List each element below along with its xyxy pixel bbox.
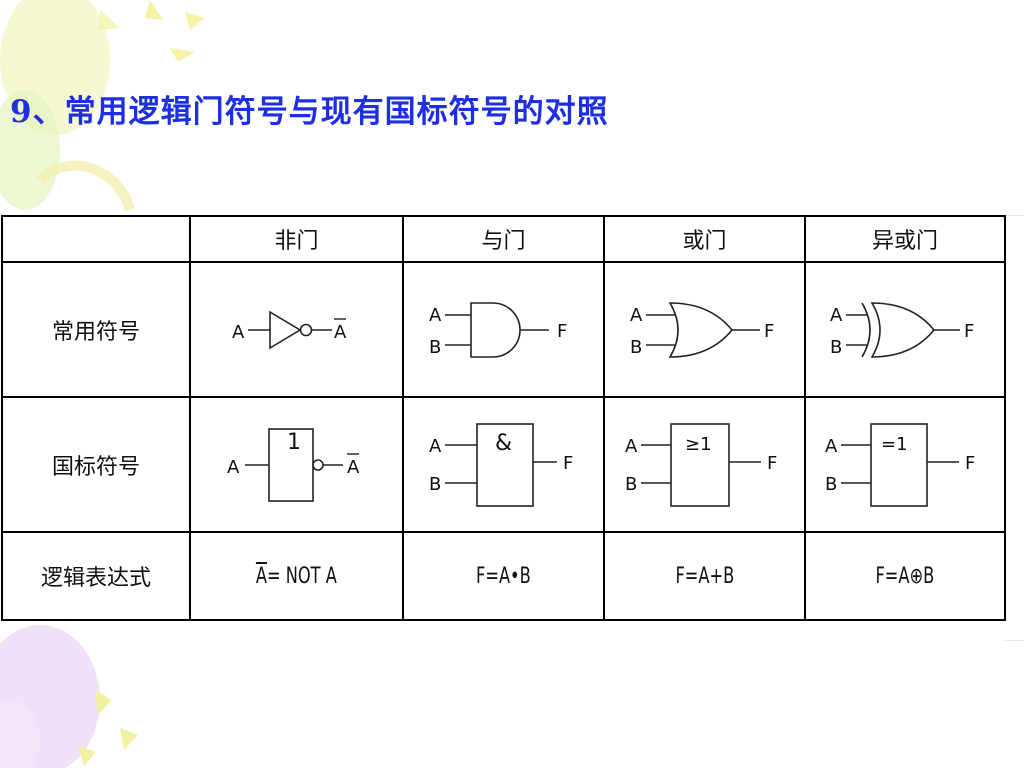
svg-text:B: B — [630, 337, 642, 358]
cell-and-expression: F=A•B — [402, 531, 605, 621]
header-xor-gate: 异或门 — [804, 215, 1006, 263]
svg-text:≥1: ≥1 — [685, 434, 712, 455]
svg-text:F: F — [767, 453, 777, 474]
svg-text:A: A — [825, 436, 838, 457]
not-expression: A= NOT A — [256, 563, 337, 589]
or-expression: F=A+B — [675, 563, 734, 589]
row-label-common: 常用符号 — [1, 261, 191, 398]
xor-gate-common-symbol: A B F — [830, 301, 974, 358]
svg-text:A: A — [227, 457, 240, 478]
header-and-gate: 与门 — [402, 215, 605, 263]
cell-not-common: A A — [189, 261, 404, 398]
cell-or-common: A B F — [603, 261, 806, 398]
svg-text:A: A — [625, 436, 638, 457]
svg-text:B: B — [625, 474, 637, 495]
svg-text:A: A — [334, 322, 347, 343]
svg-text:1: 1 — [287, 430, 301, 455]
svg-text:B: B — [825, 474, 837, 495]
or-gate-gb-symbol: A B ≥1 F — [625, 422, 777, 507]
svg-text:B: B — [429, 474, 441, 495]
divider-line — [1004, 640, 1024, 641]
row-label-gb: 国标符号 — [1, 396, 191, 533]
cell-not-gb: A 1 A — [189, 396, 404, 533]
svg-text:A: A — [429, 436, 442, 457]
cell-and-gb: A B & F — [402, 396, 605, 533]
cell-or-expression: F=A+B — [603, 531, 806, 621]
svg-text:A: A — [830, 305, 843, 326]
and-expression: F=A•B — [476, 563, 531, 589]
cell-xor-gb: A B =1 F — [804, 396, 1006, 533]
header-or-gate: 或门 — [603, 215, 806, 263]
svg-text:F: F — [764, 321, 774, 342]
table-row-expressions: 逻辑表达式 A= NOT A F=A•B F=A+B F=A⊕B — [1, 531, 1006, 621]
svg-text:A: A — [347, 457, 360, 478]
table-row-common-symbols: 常用符号 A A A B F — [1, 261, 1006, 398]
divider-line — [1004, 215, 1024, 216]
header-not-gate: 非门 — [189, 215, 404, 263]
table-row-gb-symbols: 国标符号 A 1 A A B & F — [1, 396, 1006, 533]
header-cell-empty — [1, 215, 191, 263]
svg-text:F: F — [965, 453, 975, 474]
svg-text:A: A — [429, 305, 442, 326]
row-label-expression: 逻辑表达式 — [1, 531, 191, 621]
gate-comparison-table: 非门 与门 或门 异或门 常用符号 A A A B — [1, 215, 1006, 621]
svg-text:A: A — [630, 305, 643, 326]
svg-text:F: F — [563, 453, 573, 474]
xor-gate-gb-symbol: A B =1 F — [825, 422, 975, 507]
svg-text:A: A — [232, 322, 245, 343]
not-gate-common-symbol: A A — [232, 310, 347, 349]
svg-text:B: B — [830, 337, 842, 358]
svg-text:F: F — [557, 321, 567, 342]
and-gate-common-symbol: A B F — [429, 301, 567, 358]
svg-text:=1: =1 — [881, 434, 908, 455]
not-gate-gb-symbol: A 1 A — [227, 427, 360, 502]
svg-text:&: & — [495, 431, 512, 456]
cell-xor-common: A B F — [804, 261, 1006, 398]
and-gate-gb-symbol: A B & F — [429, 422, 573, 507]
cell-and-common: A B F — [402, 261, 605, 398]
svg-text:B: B — [429, 337, 441, 358]
svg-text:F: F — [964, 321, 974, 342]
cell-not-expression: A= NOT A — [189, 531, 404, 621]
table-header-row: 非门 与门 或门 异或门 — [1, 215, 1006, 263]
cell-xor-expression: F=A⊕B — [804, 531, 1006, 621]
or-gate-common-symbol: A B F — [630, 301, 774, 358]
xor-expression: F=A⊕B — [875, 563, 935, 589]
cell-or-gb: A B ≥1 F — [603, 396, 806, 533]
slide-title: 9、常用逻辑门符号与现有国标符号的对照 — [10, 94, 609, 130]
